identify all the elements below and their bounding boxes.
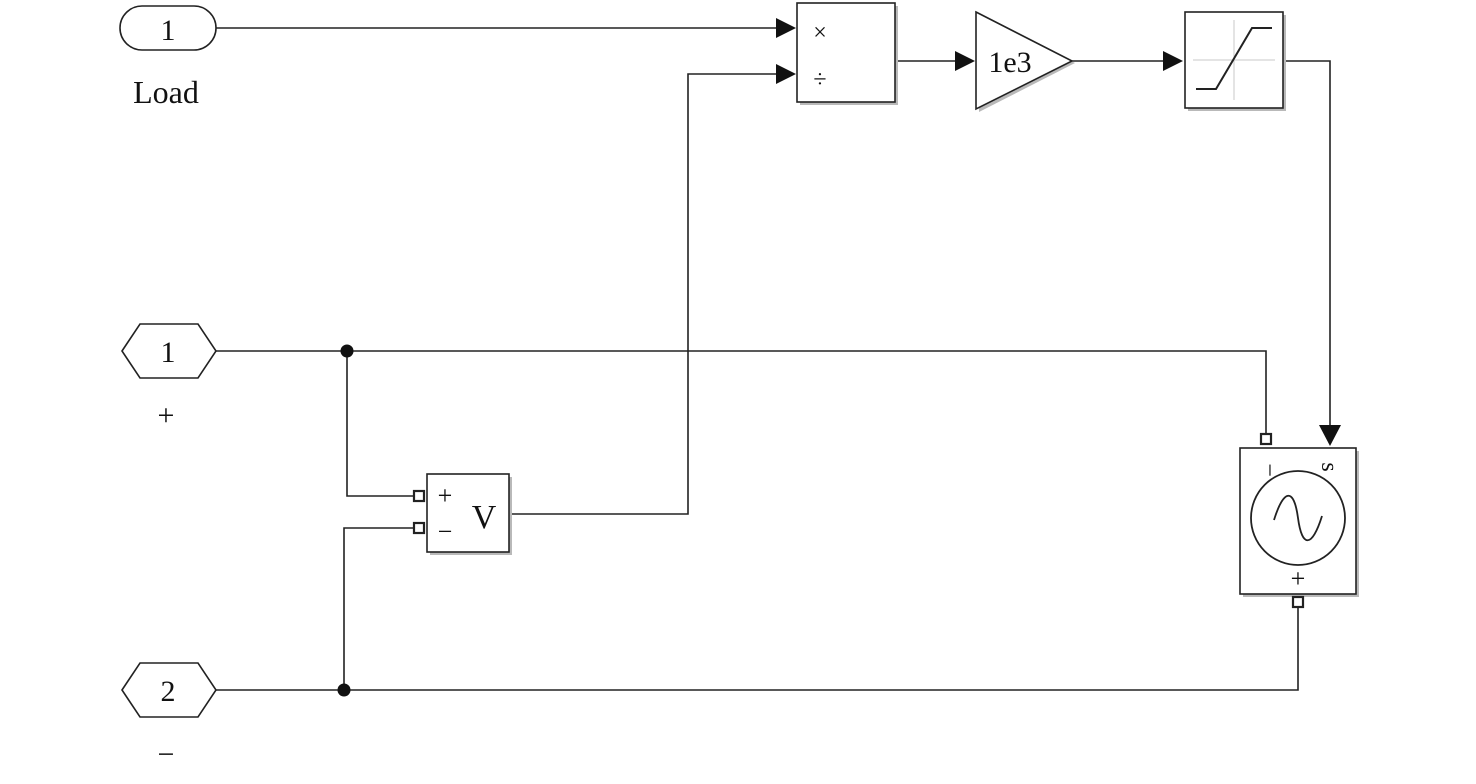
voltmeter-block-body	[426, 473, 510, 553]
wire-saturation-to-source	[1283, 60, 1331, 428]
wire-minus-to-voltmeter	[343, 527, 414, 690]
wire-plus-to-voltmeter	[346, 351, 414, 497]
connection-port-plus-label: +	[158, 399, 175, 432]
product-multiply-sign: ×	[813, 20, 827, 46]
inport-load-number: 1	[161, 14, 176, 47]
voltmeter-port-minus[interactable]	[412, 521, 426, 535]
wire-voltmeter-to-product-div	[509, 73, 778, 515]
product-divide-sign: ÷	[813, 67, 826, 93]
connection-port-plus-number: 1	[161, 336, 176, 369]
source-port-minus[interactable]	[1259, 432, 1273, 446]
source-plus-sign: +	[1291, 564, 1306, 593]
voltmeter-plus-sign: +	[438, 481, 453, 510]
connection-port-plus-shape	[121, 323, 217, 379]
source-port-plus[interactable]	[1291, 595, 1305, 609]
source-minus-sign: −	[1256, 463, 1282, 477]
sine-wave-icon	[1273, 495, 1323, 541]
arrow-product-in-1	[776, 18, 796, 38]
junction-minus	[337, 683, 351, 697]
gain-block-body	[975, 10, 1074, 111]
saturation-curve-icon	[1196, 27, 1272, 90]
voltmeter-minus-sign: −	[438, 517, 453, 546]
inport-load-label: Load	[133, 74, 199, 110]
arrow-saturation-in	[1163, 51, 1183, 71]
product-block[interactable]: × ÷	[796, 2, 898, 105]
inport-load-shape	[119, 5, 217, 51]
voltmeter-label: V	[472, 499, 497, 536]
arrow-gain-in	[955, 51, 975, 71]
wire-plus-to-source	[216, 350, 1267, 434]
source-signal-label: s	[1316, 462, 1342, 471]
connection-port-minus-label: −	[158, 738, 175, 771]
voltmeter-port-plus[interactable]	[412, 489, 426, 503]
connection-port-minus-shape	[121, 662, 217, 718]
saturation-block[interactable]	[1184, 11, 1286, 111]
voltmeter-block[interactable]: + − V	[412, 473, 512, 555]
gain-value: 1e3	[988, 46, 1031, 79]
arrow-source-in	[1319, 425, 1341, 446]
wires	[216, 27, 1331, 691]
arrow-product-in-2	[776, 64, 796, 84]
product-block-body	[796, 2, 896, 103]
connection-port-plus[interactable]: 1 +	[121, 323, 217, 432]
connection-port-minus-number: 2	[161, 675, 176, 708]
wire-minus-to-source	[216, 606, 1299, 691]
inport-load[interactable]: 1 Load	[119, 5, 217, 110]
controlled-voltage-source-block[interactable]: − s +	[1239, 432, 1359, 609]
gain-block[interactable]: 1e3	[975, 10, 1075, 112]
junction-plus	[340, 344, 354, 358]
connection-port-minus[interactable]: 2 −	[121, 662, 217, 771]
